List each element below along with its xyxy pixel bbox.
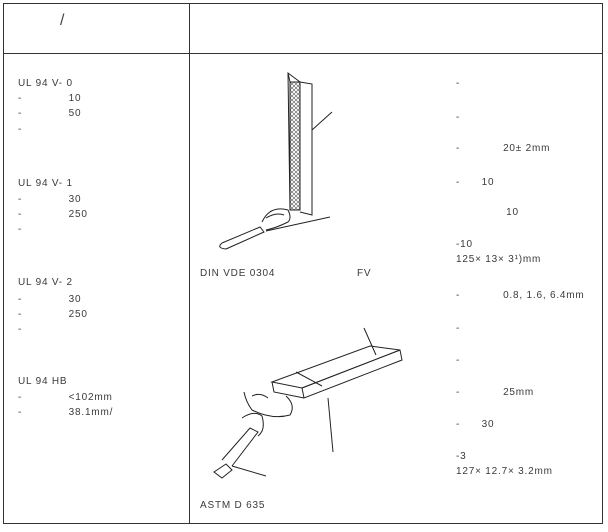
right-line: - 30 [456, 419, 495, 430]
horizontal-test-caption: ASTM D 635 [200, 500, 266, 511]
rating-line: - [18, 124, 23, 135]
header-divider [3, 53, 603, 54]
rating-title-v0: UL 94 V- 0 [18, 78, 73, 89]
right-line: -3 [456, 451, 467, 462]
rating-line: - 30 [18, 294, 82, 305]
right-line: - [456, 323, 461, 334]
right-line: - 0.8, 1.6, 6.4mm [456, 290, 585, 301]
rating-line: - [18, 224, 23, 235]
rating-line: - [18, 324, 23, 335]
right-line: 125× 13× 3¹)mm [456, 254, 542, 265]
right-line: - [456, 112, 461, 123]
rating-line: - 38.1mm/ [18, 407, 114, 418]
horizontal-burning-test-illustration [213, 327, 403, 479]
right-line: - 25mm [456, 387, 535, 398]
header-left-label: / [60, 12, 65, 29]
right-line: - 20± 2mm [456, 143, 551, 154]
rating-line: - 30 [18, 194, 82, 205]
rating-line: - 10 [18, 93, 82, 104]
rating-title-v2: UL 94 V- 2 [18, 277, 73, 288]
rating-line: - 250 [18, 309, 88, 320]
rating-line: - 250 [18, 209, 88, 220]
right-line: 10 [456, 207, 519, 218]
rating-line: - 50 [18, 108, 82, 119]
rating-line: - <102mm [18, 392, 113, 403]
right-line: -10 [456, 239, 473, 250]
vertical-burning-test-illustration [219, 71, 333, 250]
column-divider [189, 3, 190, 524]
rating-title-v1: UL 94 V- 1 [18, 178, 73, 189]
rating-title-hb: UL 94 HB [18, 376, 68, 387]
vertical-test-caption: DIN VDE 0304 [200, 268, 276, 279]
vertical-test-code: FV [357, 268, 372, 279]
right-line: - [456, 355, 461, 366]
right-line: 127× 12.7× 3.2mm [456, 466, 553, 477]
right-line: - 10 [456, 177, 495, 188]
right-line: - [456, 78, 461, 89]
test-method-table [3, 3, 603, 524]
